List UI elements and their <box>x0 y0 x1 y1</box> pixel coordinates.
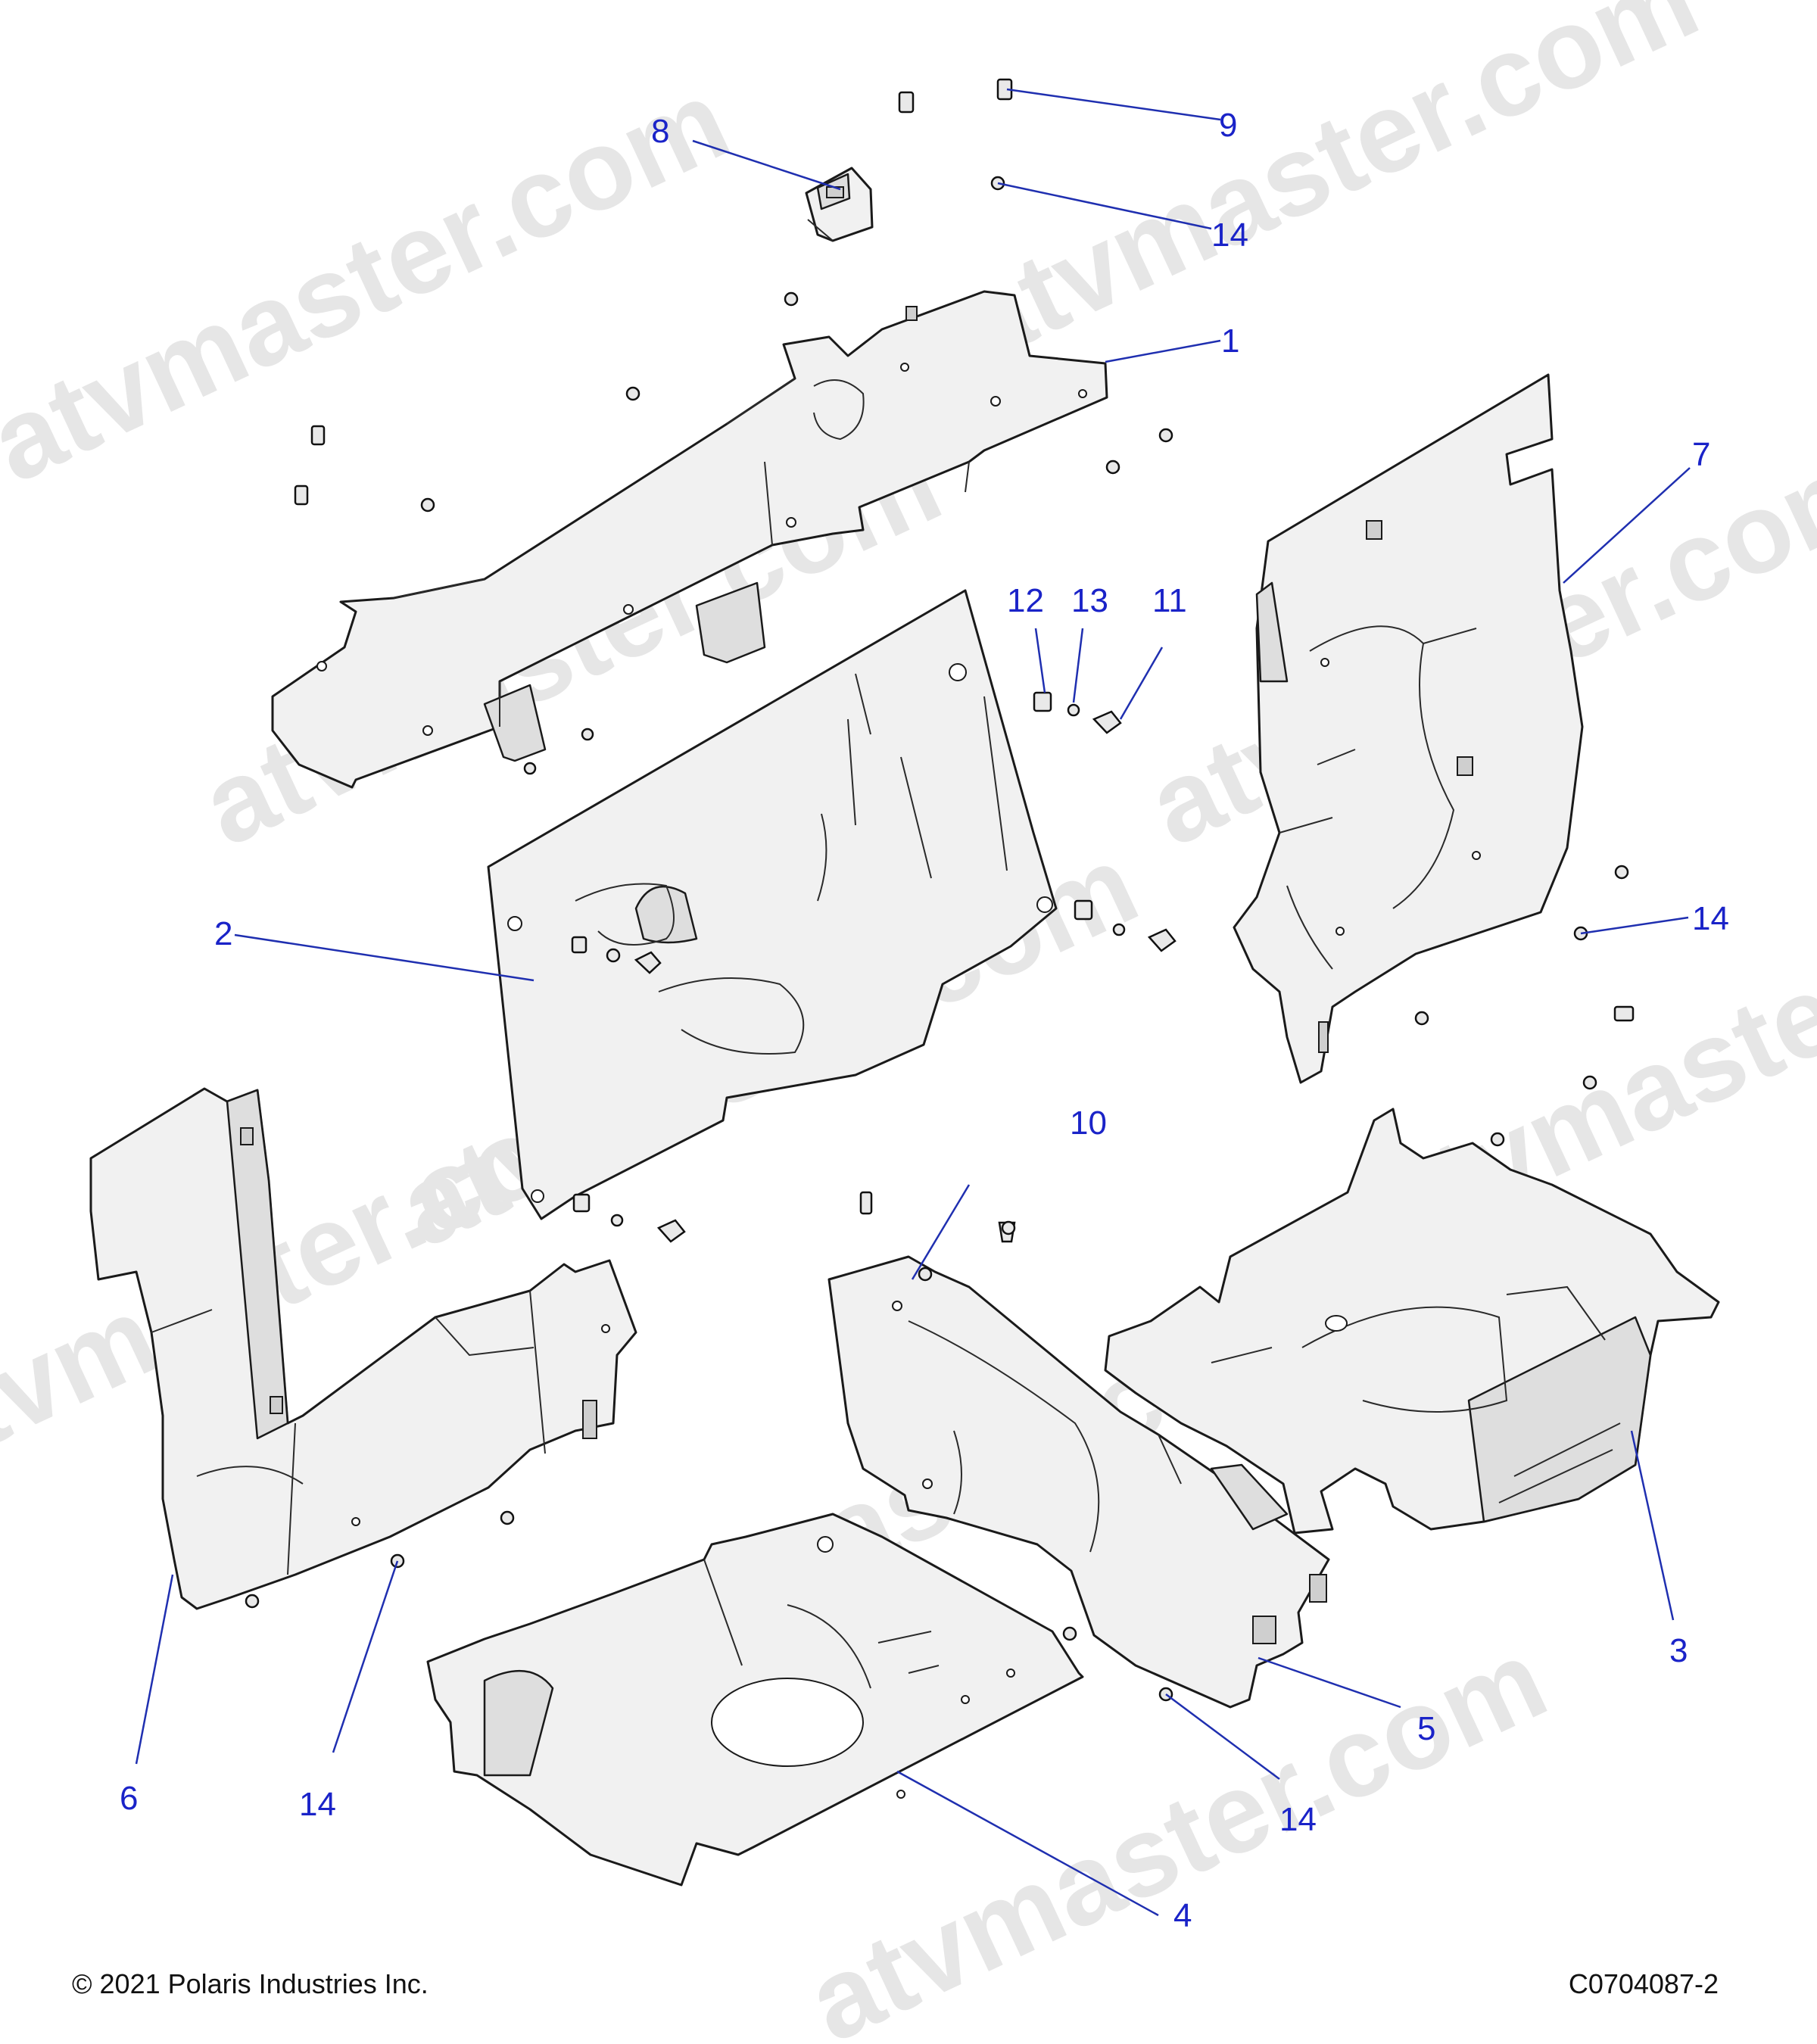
callout-9: 9 <box>1219 107 1237 144</box>
callout-14: 14 <box>1692 900 1729 937</box>
callout-14: 14 <box>1279 1801 1317 1838</box>
callout-1: 1 <box>1221 322 1239 360</box>
screw-fasteners <box>245 176 1635 1702</box>
part-2-rear-panel <box>487 589 1058 1220</box>
part-8-bracket <box>805 167 874 242</box>
callout-14: 14 <box>1211 217 1248 254</box>
part-5-center-tunnel <box>827 1255 1330 1709</box>
part-6-left-panel <box>89 1087 637 1610</box>
leader-lines <box>135 88 1691 1917</box>
callout-10: 10 <box>1070 1105 1107 1142</box>
part-9-clips <box>898 78 1013 114</box>
callout-12: 12 <box>1007 582 1044 619</box>
callout-3: 3 <box>1669 1632 1688 1669</box>
copyright-text: © 2021 Polaris Industries Inc. <box>72 1968 429 1999</box>
callout-6: 6 <box>120 1780 138 1817</box>
callout-labels: 1 2 3 4 5 6 7 8 9 10 11 12 13 14 14 14 1… <box>120 107 1729 1934</box>
watermark: atvmaster.com <box>0 55 746 506</box>
callout-8: 8 <box>651 113 669 150</box>
drawing-number: C0704087-2 <box>1568 1968 1719 1999</box>
callout-5: 5 <box>1417 1710 1435 1747</box>
fastener-group-10-13 <box>572 691 1177 1243</box>
watermark: atvmaster.com <box>941 0 1716 385</box>
callout-7: 7 <box>1692 436 1710 473</box>
callout-4: 4 <box>1173 1897 1192 1934</box>
callout-14: 14 <box>299 1786 336 1823</box>
callout-2: 2 <box>214 915 232 952</box>
callout-13: 13 <box>1071 582 1108 619</box>
part-1-upper-panel <box>271 290 1108 789</box>
part-4-floor-panel <box>426 1513 1084 1887</box>
part-7-right-panel <box>1233 373 1584 1084</box>
callout-11: 11 <box>1152 582 1187 619</box>
part-3-storage-box <box>1104 1108 1720 1535</box>
